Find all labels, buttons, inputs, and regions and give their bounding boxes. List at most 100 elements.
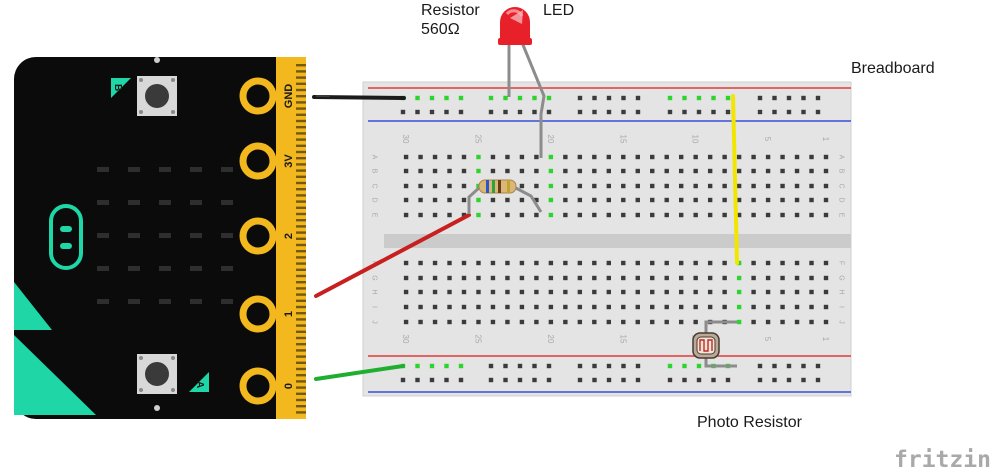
breadboard-hole bbox=[823, 260, 829, 266]
breadboard-hole bbox=[592, 154, 597, 160]
breadboard-hole bbox=[736, 275, 742, 281]
matrix-led bbox=[190, 167, 202, 172]
breadboard-hole bbox=[577, 275, 583, 281]
breadboard-hole bbox=[751, 154, 756, 160]
column-number: 25 bbox=[473, 335, 482, 344]
wire-yellow-bridge[interactable] bbox=[731, 94, 739, 265]
breadboard-hole bbox=[736, 289, 742, 295]
pin-label: 3V bbox=[283, 154, 295, 168]
breadboard-hole bbox=[765, 260, 771, 266]
row-letter: E bbox=[838, 213, 845, 218]
breadboard-hole bbox=[592, 183, 597, 189]
breadboard-hole bbox=[621, 289, 626, 295]
breadboard-hole bbox=[563, 168, 568, 174]
button-a[interactable] bbox=[137, 354, 177, 394]
breadboard-hole bbox=[415, 109, 420, 115]
breadboard-hole bbox=[548, 319, 554, 325]
breadboard-hole bbox=[621, 95, 626, 101]
breadboard-hole bbox=[461, 304, 467, 310]
button-a-marker-icon bbox=[189, 372, 209, 392]
breadboard-hole bbox=[577, 377, 583, 383]
photo-resistor-component[interactable] bbox=[692, 320, 737, 368]
breadboard-hole bbox=[667, 377, 673, 383]
breadboard-hole bbox=[418, 183, 423, 189]
pin-1[interactable]: 1 bbox=[239, 295, 295, 333]
breadboard-hole bbox=[432, 168, 438, 174]
breadboard-hole bbox=[447, 197, 452, 203]
breadboard-hole bbox=[592, 95, 597, 101]
breadboard-hole bbox=[577, 363, 583, 369]
led-component[interactable] bbox=[498, 7, 546, 158]
breadboard-hole bbox=[476, 212, 481, 218]
pin-gnd[interactable]: GND bbox=[239, 77, 295, 115]
breadboard-hole bbox=[606, 260, 611, 266]
row-letter: C bbox=[371, 183, 378, 188]
row-letter: E bbox=[371, 213, 378, 218]
pin-0[interactable]: 0 bbox=[239, 367, 295, 405]
breadboard-hole bbox=[693, 183, 698, 189]
breadboard-hole bbox=[635, 183, 640, 189]
breadboard-hole bbox=[490, 275, 496, 281]
photo-resistor-trace-icon bbox=[699, 339, 713, 352]
breadboard-hole bbox=[563, 183, 568, 189]
breadboard-hole bbox=[794, 197, 800, 203]
breadboard-hole bbox=[707, 304, 713, 310]
breadboard-hole bbox=[664, 319, 669, 325]
breadboard-hole bbox=[490, 289, 496, 295]
pin-3v[interactable]: 3V bbox=[239, 142, 295, 180]
breadboard-hole bbox=[505, 197, 510, 203]
breadboard-hole bbox=[650, 319, 655, 325]
breadboard-hole bbox=[786, 95, 792, 101]
breadboard-hole bbox=[693, 260, 698, 266]
breadboard-hole bbox=[780, 154, 785, 160]
breadboard-hole bbox=[517, 377, 523, 383]
breadboard-hole bbox=[722, 260, 727, 266]
breadboard-hole bbox=[736, 260, 742, 266]
pin-2[interactable]: 2 bbox=[239, 217, 295, 255]
breadboard-hole bbox=[447, 304, 452, 310]
breadboard-hole bbox=[606, 275, 611, 281]
breadboard-hole bbox=[432, 154, 438, 160]
breadboard-hole bbox=[592, 212, 597, 218]
breadboard-hole bbox=[532, 95, 537, 101]
breadboard-hole bbox=[815, 377, 821, 383]
breadboard-hole bbox=[444, 109, 449, 115]
breadboard-hole bbox=[432, 319, 438, 325]
wire-pin2[interactable] bbox=[314, 213, 471, 298]
breadboard-hole bbox=[815, 109, 821, 115]
breadboard-hole bbox=[606, 154, 611, 160]
breadboard-hole bbox=[650, 275, 655, 281]
row-letter: D bbox=[838, 197, 845, 202]
resistor-component[interactable] bbox=[467, 179, 543, 214]
breadboard-hole bbox=[707, 168, 713, 174]
breadboard-hole bbox=[563, 289, 568, 295]
button-b[interactable] bbox=[137, 76, 177, 116]
breadboard-hole bbox=[606, 183, 611, 189]
breadboard-hole bbox=[707, 212, 713, 218]
breadboard-hole bbox=[503, 95, 508, 101]
column-number: 30 bbox=[401, 135, 410, 144]
breadboard-hole bbox=[503, 109, 508, 115]
breadboard-hole bbox=[780, 289, 785, 295]
row-letter: A bbox=[838, 155, 845, 160]
breadboard-hole bbox=[432, 212, 438, 218]
breadboard-hole bbox=[577, 304, 583, 310]
breadboard-hole bbox=[534, 212, 539, 218]
breadboard-hole bbox=[418, 275, 423, 281]
breadboard-hole bbox=[490, 304, 496, 310]
matrix-led bbox=[128, 167, 140, 172]
breadboard-hole bbox=[505, 154, 510, 160]
breadboard-hole bbox=[801, 95, 806, 101]
breadboard-hole bbox=[548, 168, 554, 174]
breadboard-hole bbox=[809, 183, 814, 189]
row-letter: I bbox=[371, 306, 378, 308]
breadboard-hole bbox=[403, 275, 409, 281]
breadboard-hole bbox=[635, 363, 641, 369]
breadboard-hole bbox=[780, 260, 785, 266]
breadboard-hole bbox=[682, 377, 687, 383]
row-letter: D bbox=[371, 197, 378, 202]
wire-pin0[interactable] bbox=[314, 364, 405, 381]
wire-gnd[interactable] bbox=[312, 95, 406, 100]
breadboard-hole bbox=[780, 183, 785, 189]
